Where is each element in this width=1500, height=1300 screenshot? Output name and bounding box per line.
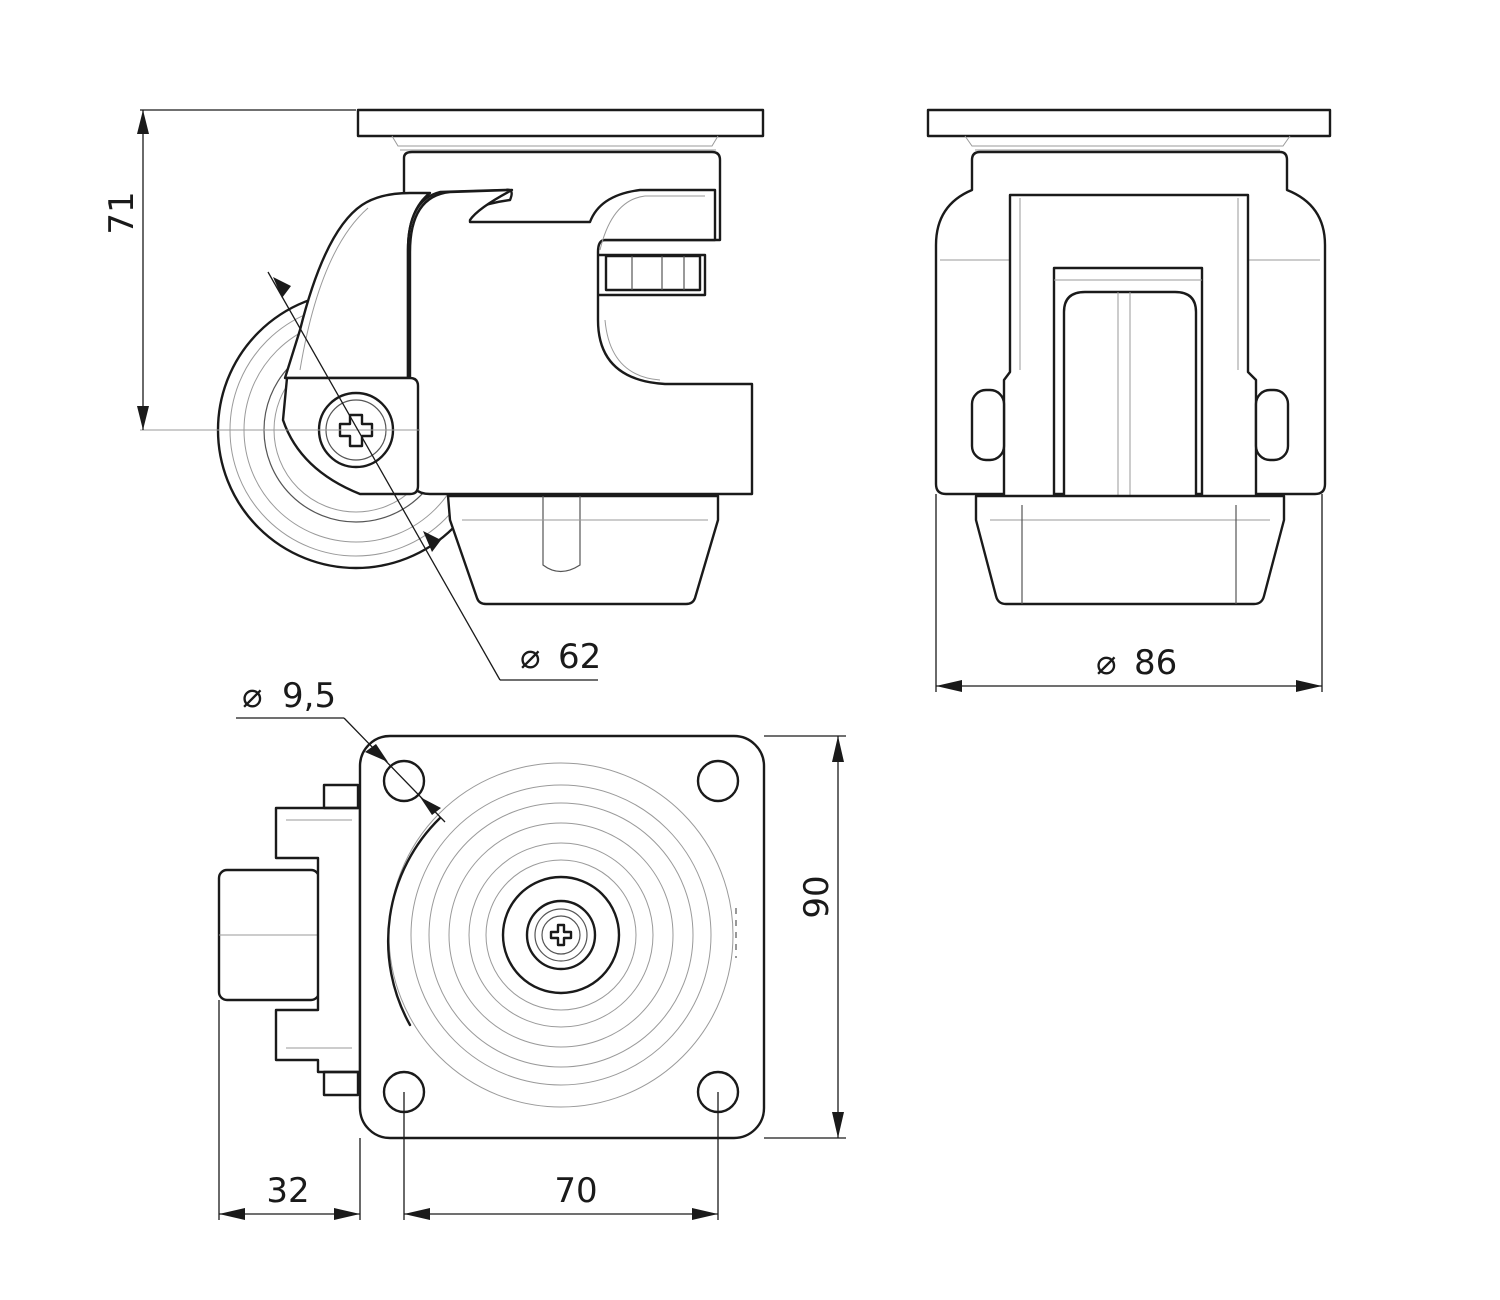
front-view — [926, 108, 1332, 606]
front-top-plate — [926, 108, 1332, 138]
dimension-labels: 71 ⌀ 62 ⌀ 86 ⌀ 9,5 90 32 70 — [102, 191, 1177, 1211]
dim-height-label: 71 — [102, 191, 142, 234]
side-view — [140, 108, 765, 606]
dim-offset-label: 32 — [266, 1171, 309, 1211]
dim-hole-spacing-label: 70 — [554, 1171, 597, 1211]
top-view — [217, 734, 766, 1140]
dim-wheel-diameter-label: 62 — [558, 637, 601, 677]
top-phillips-icon — [549, 923, 573, 947]
front-axle-cap-right — [1254, 388, 1290, 462]
dim-plate-side-label: 90 — [797, 875, 837, 918]
diameter-symbol-icon: ⌀ — [520, 637, 540, 677]
diameter-symbol-icon: ⌀ — [1096, 643, 1116, 683]
phillips-head-icon — [338, 413, 374, 448]
side-top-plate — [356, 108, 765, 138]
mount-hole-tr — [696, 759, 740, 803]
dim-overall-width-label: 86 — [1134, 643, 1177, 683]
front-axle-cap-left — [970, 388, 1006, 462]
side-adjust-nut — [604, 254, 702, 292]
dimension-lines — [137, 109, 1323, 1220]
front-fork — [1002, 193, 1258, 507]
side-housing — [408, 188, 754, 496]
diameter-symbol-icon: ⌀ — [242, 676, 262, 716]
front-leveling-foot — [974, 494, 1286, 606]
dim-hole-diameter-label: 9,5 — [282, 676, 336, 716]
side-leveling-foot — [446, 494, 720, 606]
